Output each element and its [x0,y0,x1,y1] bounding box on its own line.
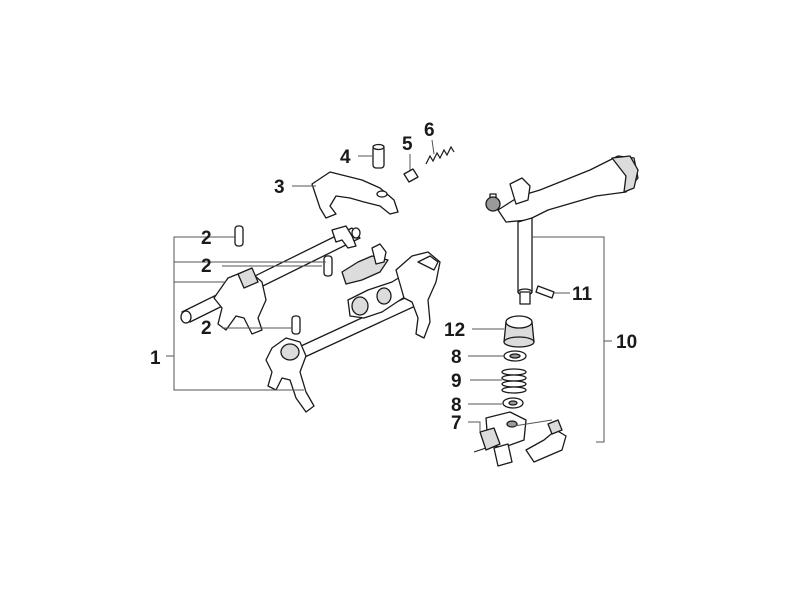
shift-lever-assembly [485,155,639,305]
detent-spring [425,145,455,165]
shift-fork-assembly [180,225,441,413]
compression-spring [501,368,527,394]
pin-4 [372,143,385,169]
callout-2-middle: 2 [201,256,212,277]
callout-2-upper: 2 [201,228,212,249]
callout-4: 4 [340,147,351,168]
selector-sleeve [351,296,369,316]
lever-mount-block [509,177,531,205]
callout-8-lower: 8 [451,395,462,416]
selector-bracket [311,171,399,219]
right-fork-tab [417,255,439,271]
washer-lower [502,397,524,409]
callout-10: 10 [616,332,637,353]
upper-rod-end [180,310,192,324]
dowel-pin-lower [291,315,301,335]
callout-2-lower: 2 [201,318,212,339]
central-fork-arm [371,243,387,265]
upper-rod-end-right [351,227,361,239]
guide-bushing [503,315,535,348]
shift-lever-end [611,155,639,193]
callout-8-upper: 8 [451,347,462,368]
dowel-pin-upper [234,225,244,247]
upper-rod-bracket [331,225,357,249]
callout-11: 11 [572,284,593,305]
callout-9: 9 [451,371,462,392]
lower-fork-hub [280,343,300,361]
callout-12: 12 [444,320,465,341]
washer-upper [503,350,527,362]
lever-shaft [517,217,533,293]
bracket-hole [376,190,388,198]
upper-fork-hub [237,267,259,289]
dowel-pin-middle [323,255,333,277]
callout-3: 3 [274,177,285,198]
right-shift-fork [395,251,441,339]
callout-6: 6 [424,120,435,141]
selector-bracket-arm [547,419,563,435]
selector-bracket-small [525,429,567,463]
callout-1: 1 [150,348,161,369]
lower-shift-fork [265,337,315,413]
roll-pin [535,285,555,299]
detent-plunger [403,168,419,183]
callout-labels: 1 2 2 2 3 4 5 6 7 8 8 9 10 11 12 [150,120,637,434]
leader-lines [166,139,612,443]
ball-head [485,196,501,212]
selector-sleeve-2 [376,287,392,305]
callout-5: 5 [402,134,413,155]
callout-7: 7 [451,413,462,434]
lever-shaft-tip [519,291,531,305]
selector-block [473,411,527,467]
